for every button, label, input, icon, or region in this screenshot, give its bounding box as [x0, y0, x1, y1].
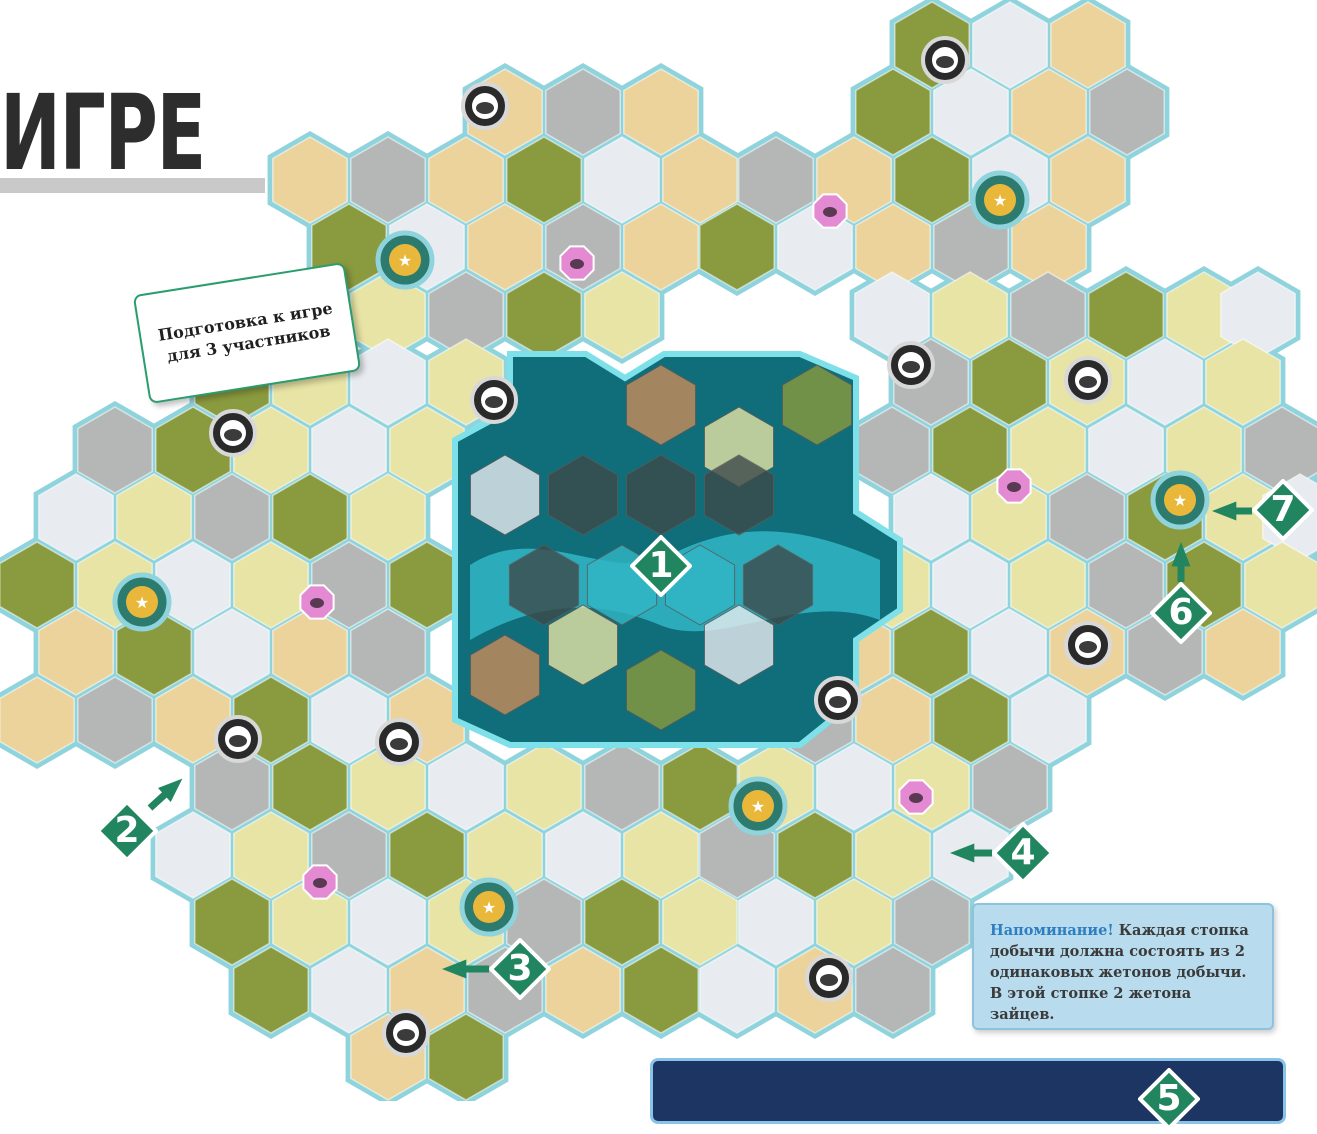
- star-token-icon: ★: [462, 880, 516, 934]
- predator-token-icon: [384, 1011, 428, 1055]
- prey-token-icon: [560, 246, 593, 279]
- marker-3: 3: [489, 938, 551, 1000]
- star-token-icon: ★: [973, 173, 1027, 227]
- predator-token-icon: [923, 38, 967, 82]
- predator-token-icon: [816, 678, 860, 722]
- prey-token-icon: [300, 585, 333, 618]
- svg-text:★: ★: [751, 797, 765, 816]
- svg-text:★: ★: [993, 191, 1007, 210]
- predator-token-icon: [1066, 623, 1110, 667]
- marker-7: 7: [1252, 479, 1314, 541]
- predator-token-icon: [1066, 358, 1110, 402]
- prey-token-icon: [899, 780, 932, 813]
- title-underline: [0, 178, 265, 193]
- svg-text:★: ★: [1173, 491, 1187, 510]
- svg-text:★: ★: [482, 898, 496, 917]
- star-token-icon: ★: [115, 575, 169, 629]
- marker-4: 4: [992, 822, 1054, 884]
- marker-6: 6: [1150, 582, 1212, 644]
- prey-token-icon: [303, 865, 336, 898]
- predator-token-icon: [889, 343, 933, 387]
- svg-text:★: ★: [398, 251, 412, 270]
- marker-2: 2: [96, 800, 158, 862]
- page-title: ИГРЕ: [0, 72, 205, 194]
- predator-token-icon: [211, 411, 255, 455]
- predator-token-icon: [377, 720, 421, 764]
- star-token-icon: ★: [378, 233, 432, 287]
- prey-token-icon: [997, 469, 1030, 502]
- star-token-icon: ★: [731, 779, 785, 833]
- reminder-highlight: Напоминание!: [990, 922, 1114, 939]
- predator-token-icon: [216, 717, 260, 761]
- predator-token-icon: [463, 84, 507, 128]
- star-token-icon: ★: [1153, 473, 1207, 527]
- predator-token-icon: [807, 956, 851, 1000]
- predator-token-icon: [472, 378, 516, 422]
- marker-5: 5: [1138, 1068, 1200, 1130]
- svg-text:★: ★: [135, 593, 149, 612]
- prey-token-icon: [813, 194, 846, 227]
- marker-1: 1: [630, 535, 692, 597]
- reminder-box: Напоминание! Каждая стопка добычи должна…: [972, 903, 1274, 1030]
